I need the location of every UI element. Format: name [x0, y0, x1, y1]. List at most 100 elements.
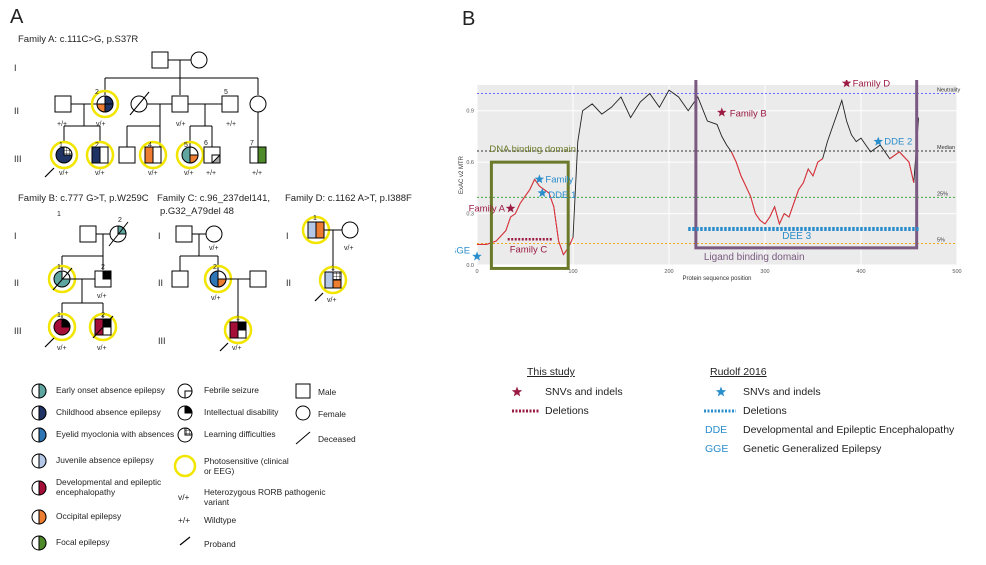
- y-tick-label: 0.6: [466, 160, 474, 166]
- deceased-icon: [295, 431, 311, 445]
- this-study-snv-star: [841, 80, 852, 88]
- gen-label: I: [14, 231, 17, 241]
- individual-number: 6: [204, 140, 208, 147]
- legend-juvenile-absence-icon: [31, 453, 47, 469]
- snv-label: DDE 2: [884, 137, 912, 148]
- rudolf-snv-star: [534, 174, 545, 184]
- legend-label: Focal epilepsy: [56, 537, 110, 547]
- legend-label: Learning difficulties: [204, 429, 276, 439]
- photosensitive-ring-icon: [173, 454, 197, 478]
- mtr-line-below-median: [477, 151, 915, 255]
- photosensitive-ring: [90, 89, 120, 119]
- this-study-snv-star: [505, 203, 516, 213]
- gen-label: II: [158, 278, 163, 288]
- individual-number: 1: [57, 211, 61, 218]
- legend-label: Juvenile absence epilepsy: [56, 455, 154, 465]
- individual-number: 1: [57, 312, 61, 319]
- proband-arrow-icon: [44, 167, 55, 178]
- legend-label: Intellectual disability: [204, 407, 279, 417]
- male-symbol: [151, 51, 169, 69]
- legend-occipital-icon: [31, 509, 47, 525]
- legend-label: Eyelid myoclonia with absences: [56, 429, 175, 439]
- gge-abbr: GGE: [705, 443, 729, 455]
- male-icon: [295, 383, 311, 399]
- legend-early-onset-absence-icon: [31, 383, 47, 399]
- rudolf-snv-star: [537, 188, 547, 197]
- genotype-label: +/+: [57, 121, 67, 128]
- male-symbol: [54, 95, 72, 113]
- rudolf-title: Rudolf 2016: [710, 366, 767, 378]
- reference-label: Median: [937, 145, 955, 151]
- x-tick-label: 200: [664, 269, 673, 275]
- gen-label: III: [14, 154, 22, 164]
- legend-label: Deceased: [318, 434, 356, 444]
- genotype-label: +/+: [226, 121, 236, 128]
- individual-number: 2: [95, 89, 99, 96]
- individual-number: 2: [101, 312, 105, 319]
- genotype-label: v/+: [344, 245, 354, 252]
- legend-prefix: +/+: [178, 515, 191, 525]
- deletion-label: Family C: [510, 244, 548, 255]
- legend-label: Deletions: [743, 405, 787, 417]
- male-symbol: [171, 95, 189, 113]
- ligand-binding-domain-label: Ligand binding domain: [704, 252, 805, 263]
- dna-binding-domain-box: [489, 160, 570, 270]
- individual-number: 1: [331, 265, 335, 272]
- blue-star-icon: [715, 386, 727, 397]
- snv-label: Family: [545, 174, 573, 185]
- male-symbol: [221, 95, 239, 113]
- male-symbol: [118, 146, 136, 164]
- pedigree-legend: [31, 383, 311, 551]
- y-tick-label: 0.3: [466, 212, 474, 218]
- genotype-label: +/+: [252, 170, 262, 177]
- legend-label: SNVs and indels: [743, 386, 821, 398]
- gen-label: III: [158, 336, 166, 346]
- rudolf-snv-star: [873, 136, 883, 146]
- reference-label: 5%: [937, 238, 945, 244]
- rudolf-snv-star: [472, 251, 482, 261]
- female-symbol: [249, 95, 267, 113]
- legend-label: Febrile seizure: [204, 385, 259, 395]
- legend-prefix: v/+: [178, 492, 190, 502]
- proband-arrow-icon: [179, 536, 191, 546]
- this-study-title: This study: [527, 366, 575, 378]
- gen-label: II: [14, 106, 19, 116]
- family-d-title: Family D: c.1162 A>T, p.I388F: [285, 193, 412, 204]
- legend-label: Male: [318, 387, 337, 397]
- this-study-snv-star: [717, 107, 727, 117]
- gen-label: I: [158, 231, 161, 241]
- legend-label: Proband: [204, 539, 236, 549]
- learning-difficulties-icon: [177, 427, 193, 443]
- dna-binding-domain-label: DNA binding domain: [489, 144, 576, 155]
- pedigrees: I II III: [14, 51, 359, 352]
- individual-number: 1: [236, 315, 240, 322]
- x-tick-label: 100: [568, 269, 577, 275]
- legend-label: Developmental and epileptic encephalopat…: [56, 477, 162, 498]
- gge-text: Genetic Generalized Epilepsy: [743, 443, 882, 455]
- legend-label: Female: [318, 409, 346, 419]
- individual-number: 7: [250, 140, 254, 147]
- genotype-label: v/+: [97, 345, 107, 352]
- reference-label: Neutrality: [937, 88, 960, 94]
- legend-label: variant: [204, 497, 230, 507]
- individual-number: 1: [59, 142, 63, 149]
- genotype-label: v/+: [95, 170, 105, 177]
- febrile-seizure-icon: [177, 383, 193, 399]
- panel-b-label: B: [462, 8, 476, 30]
- snv-label: Family B: [730, 108, 767, 119]
- family-b-title: Family B: c.777 G>T, p.W259C: [18, 193, 149, 204]
- legend-label: or EEG): [204, 466, 235, 476]
- y-tick-label: 0.0: [466, 263, 474, 269]
- legend-eyelid-myoclonia-icon: [31, 427, 47, 443]
- legend-label: SNVs and indels: [545, 386, 623, 398]
- legend-label: Childhood absence epilepsy: [56, 407, 161, 417]
- dde-text: Developmental and Epileptic Encephalopat…: [743, 424, 955, 436]
- snv-label: Family D: [853, 80, 891, 89]
- individual-number: 1: [313, 215, 317, 222]
- individual-number: 5: [224, 89, 228, 96]
- x-axis-label: Protein sequence position: [682, 276, 751, 282]
- genotype-label: +/+: [206, 170, 216, 177]
- gen-label: III: [14, 326, 22, 336]
- dde-abbr: DDE: [705, 424, 728, 436]
